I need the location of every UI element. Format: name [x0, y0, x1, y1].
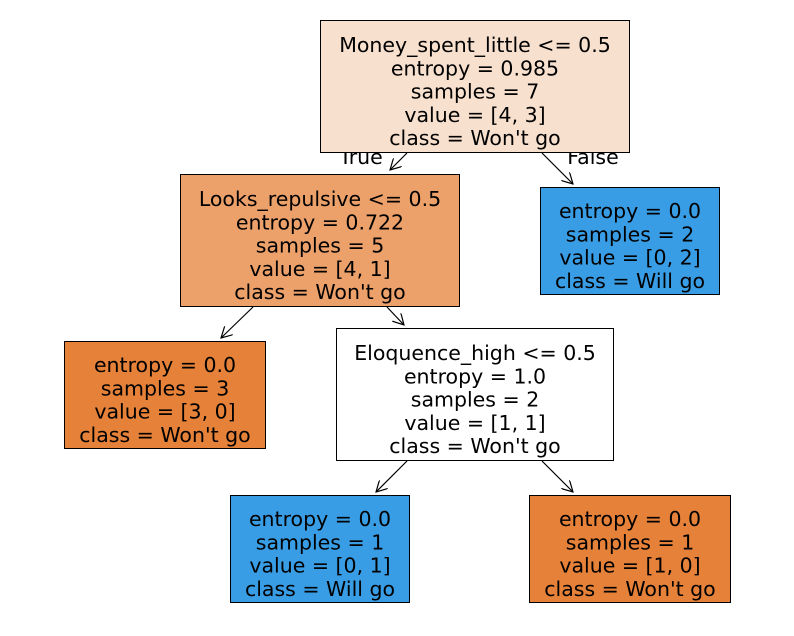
node-line: entropy = 1.0	[404, 364, 546, 388]
node-line: value = [0, 2]	[559, 246, 700, 270]
node-line: value = [1, 0]	[559, 554, 700, 578]
node-line: class = Won't go	[79, 423, 250, 447]
edge-root-to-leaf-will-go-2	[541, 152, 573, 184]
node-line: samples = 1	[256, 530, 384, 554]
node-line: class = Won't go	[234, 280, 405, 304]
edge-looks-repulsive-to-eloquence-high	[386, 306, 404, 325]
edge-eloquence-high-to-leaf-wont-go-1	[541, 460, 573, 492]
node-line: value = [4, 3]	[404, 103, 545, 127]
node-line: entropy = 0.985	[391, 56, 559, 80]
edge-root-to-looks-repulsive	[390, 152, 408, 170]
node-line: entropy = 0.0	[249, 507, 391, 531]
node-line: entropy = 0.0	[559, 199, 701, 223]
node-line: value = [1, 1]	[404, 411, 545, 435]
node-line: entropy = 0.722	[236, 210, 404, 234]
node-line: samples = 2	[411, 388, 539, 412]
node-line: class = Will go	[245, 577, 395, 601]
edge-eloquence-high-to-leaf-will-go-1	[376, 460, 408, 492]
node-line: entropy = 0.0	[94, 353, 236, 377]
node-line: samples = 7	[411, 80, 539, 104]
node-line: class = Will go	[555, 269, 705, 293]
node-line: samples = 2	[566, 222, 694, 246]
edges	[221, 152, 573, 492]
node-line: value = [4, 1]	[249, 257, 390, 281]
node-line: Looks_repulsive <= 0.5	[199, 187, 441, 212]
node-line: samples = 1	[566, 530, 694, 554]
node-line: class = Won't go	[389, 434, 560, 458]
node-line: value = [0, 1]	[249, 554, 390, 578]
node-line: samples = 3	[101, 376, 229, 400]
node-line: class = Won't go	[389, 126, 560, 150]
node-line: samples = 5	[256, 234, 384, 258]
node-line: Money_spent_little <= 0.5	[339, 33, 611, 58]
node-line: value = [3, 0]	[94, 400, 235, 424]
node-line: entropy = 0.0	[559, 507, 701, 531]
node-line: class = Won't go	[544, 577, 715, 601]
node-line: Eloquence_high <= 0.5	[354, 341, 596, 366]
edge-looks-repulsive-to-leaf-wont-go-3	[221, 306, 254, 338]
